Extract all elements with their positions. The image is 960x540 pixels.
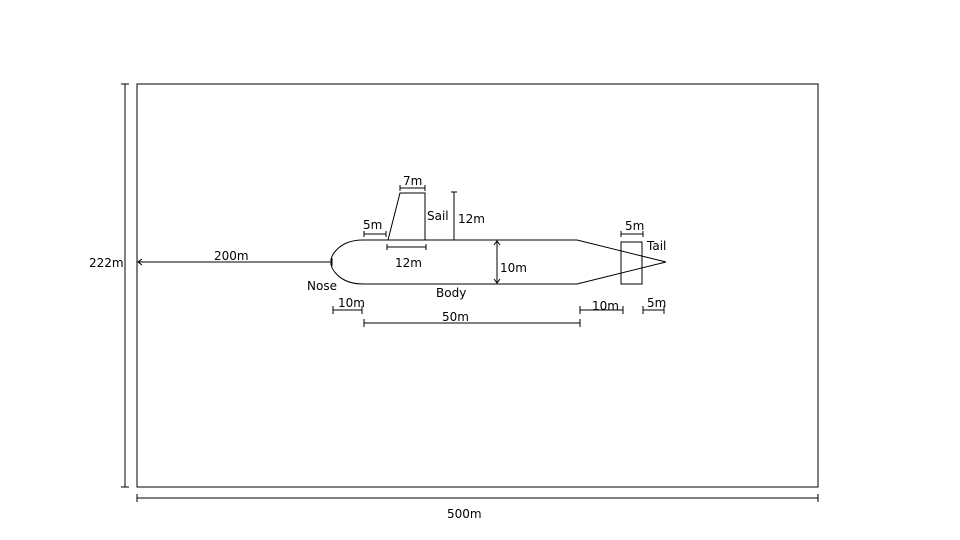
boundary-box <box>136 83 819 488</box>
sail-label: Sail <box>427 209 449 223</box>
nose-distance-label: 200m <box>214 249 249 263</box>
fin-top-label: 5m <box>625 219 644 233</box>
fin-top-dimension <box>620 231 644 237</box>
tail-label: Tail <box>646 239 666 253</box>
sail-top-label: 7m <box>403 174 422 188</box>
nose-length-label: 10m <box>338 296 365 310</box>
body-label: Body <box>436 286 466 300</box>
height-dimension <box>121 83 129 488</box>
fin-bottom-label: 5m <box>647 296 666 310</box>
width-label: 500m <box>447 507 482 521</box>
sail-height-dimension <box>451 191 457 240</box>
height-label: 222m <box>89 256 124 270</box>
body-length-label: 50m <box>442 310 469 324</box>
sail-shape <box>387 192 426 241</box>
body-height-label: 10m <box>500 261 527 275</box>
tail-length-label: 10m <box>592 299 619 313</box>
sail-offset-label: 5m <box>363 218 382 232</box>
nose-label: Nose <box>307 279 337 293</box>
tail-fin <box>620 241 643 285</box>
width-dimension <box>136 494 819 502</box>
sail-top-dimension <box>399 185 426 191</box>
submarine-hull <box>330 239 667 285</box>
sail-offset-dimension <box>363 231 387 237</box>
fin-bottom-dimension <box>642 306 665 314</box>
body-height-dimension <box>493 240 501 284</box>
nose-length-dimension <box>332 306 363 314</box>
sail-base-dimension <box>386 244 427 250</box>
body-length-dimension <box>363 319 581 327</box>
tail-length-dimension <box>579 306 624 314</box>
sail-base-label: 12m <box>395 256 422 270</box>
sail-height-label: 12m <box>458 212 485 226</box>
